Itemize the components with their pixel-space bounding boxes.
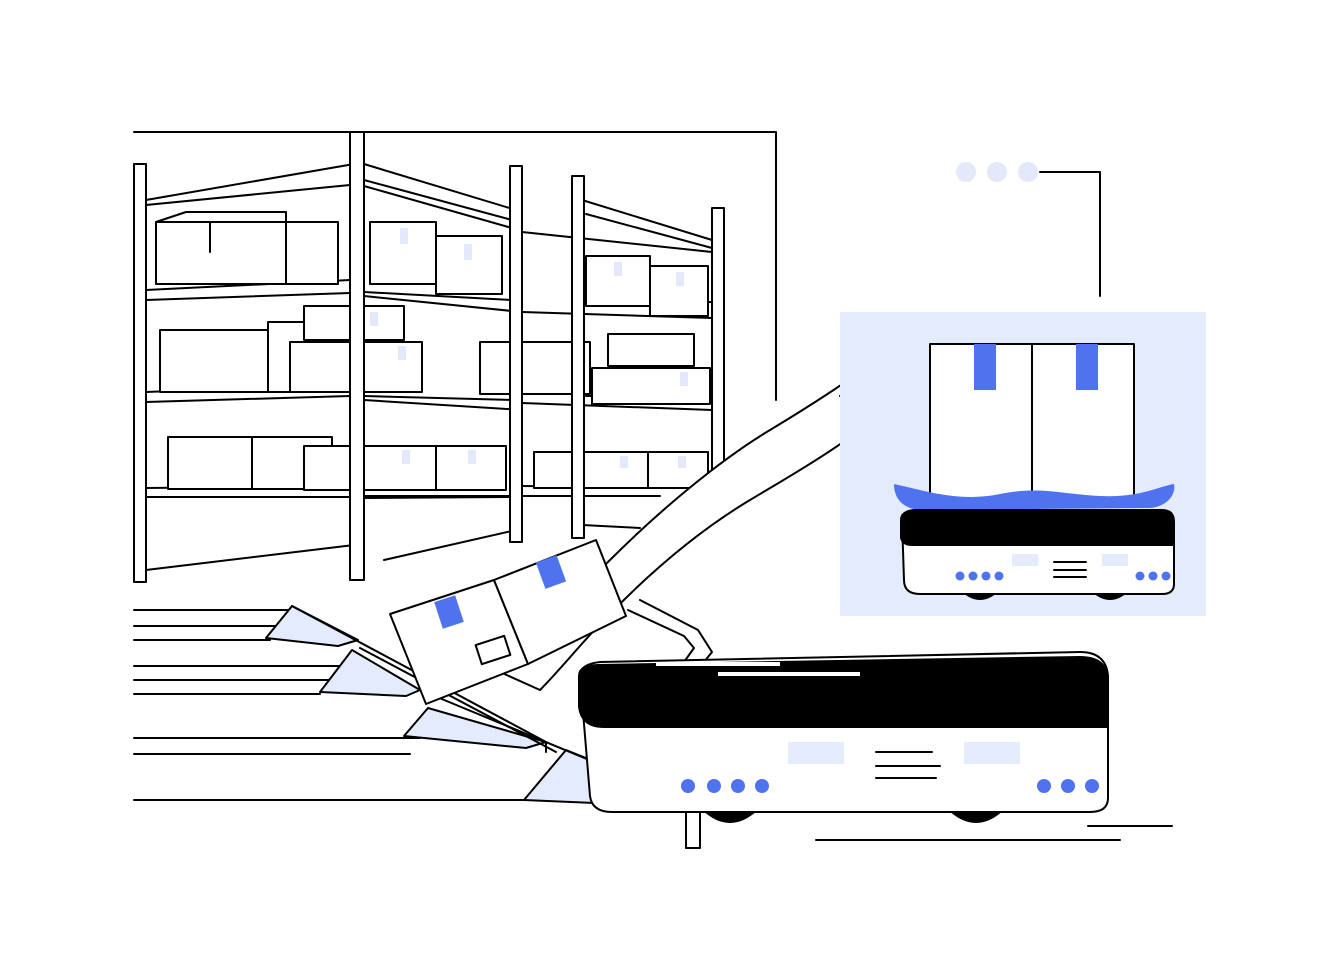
status-dots-icon xyxy=(956,162,1038,182)
agv-robot-icon xyxy=(578,651,1109,823)
shelving-rack-icon xyxy=(133,131,725,583)
cardboard-box-icon xyxy=(389,539,627,705)
background-frame xyxy=(133,131,1173,841)
inset-agv-panel xyxy=(840,312,1206,616)
